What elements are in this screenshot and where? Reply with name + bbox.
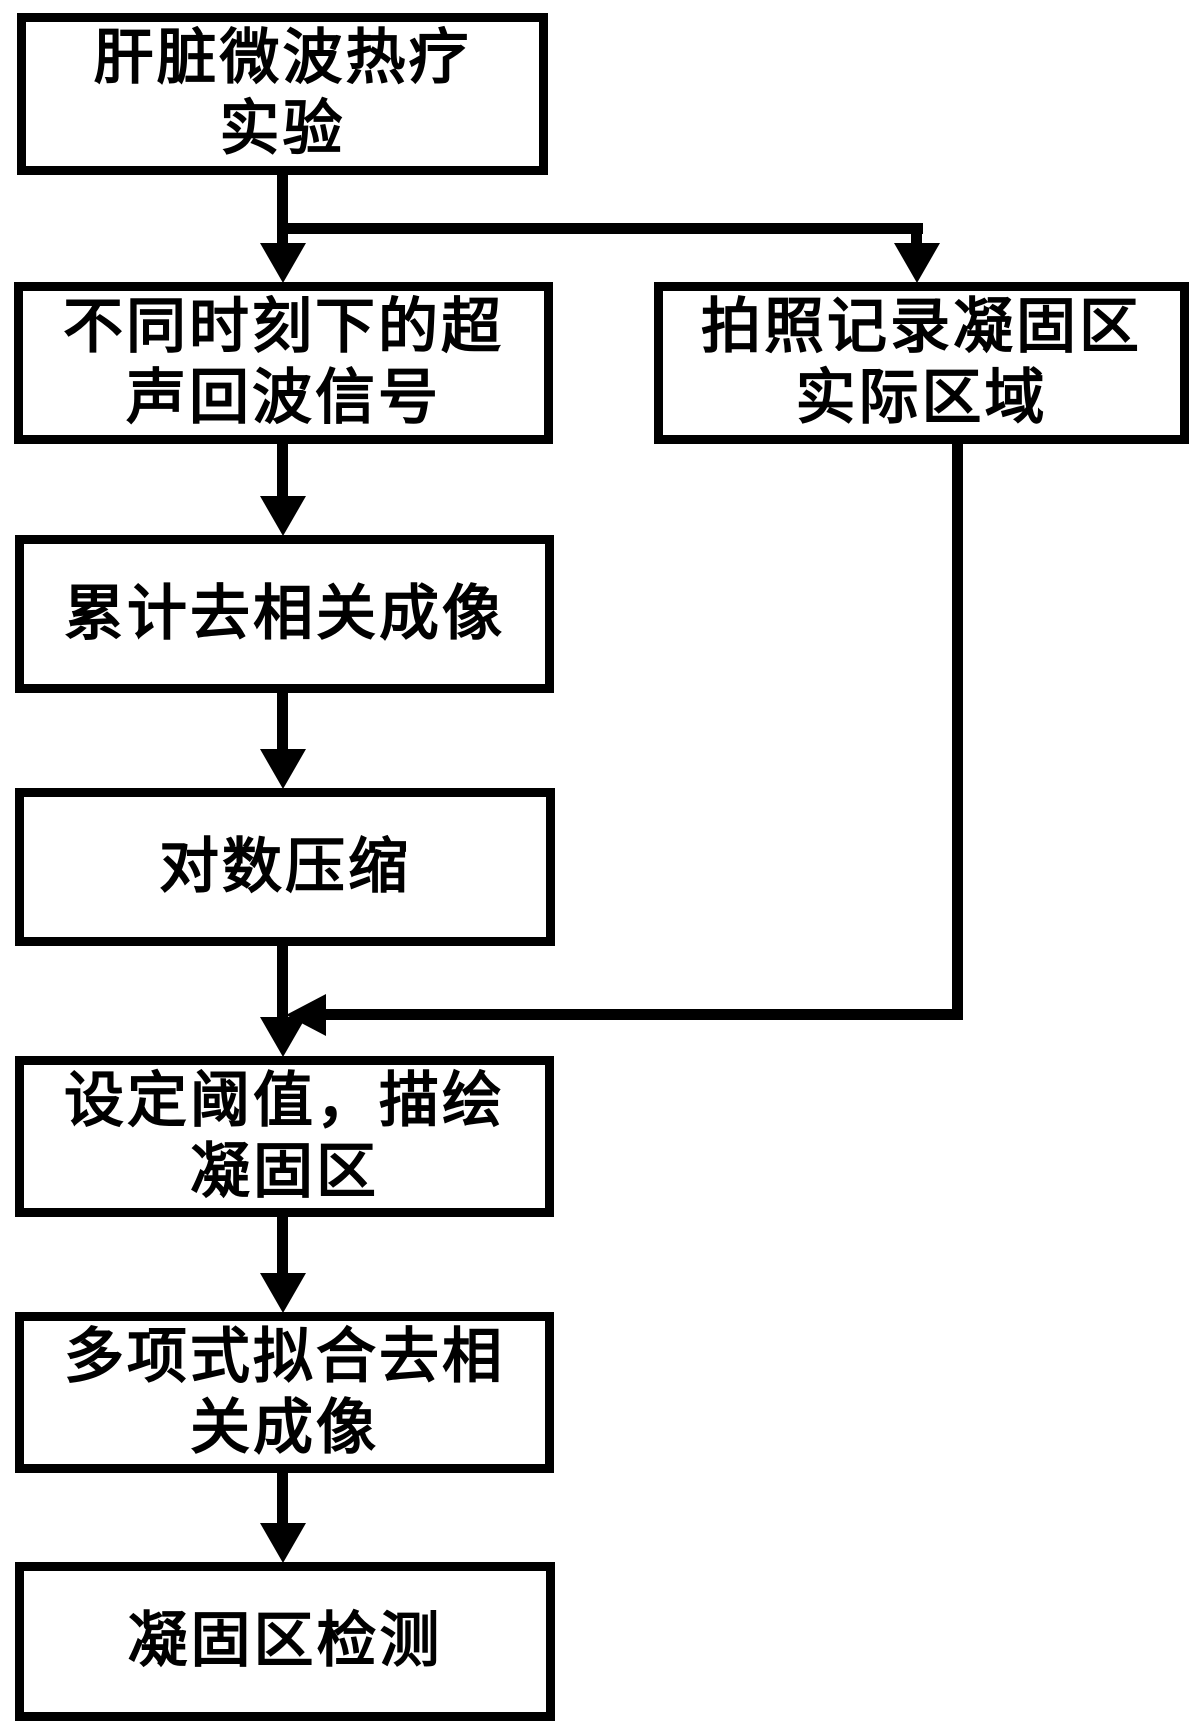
node-photo-record: 拍照记录凝固区 实际区域	[654, 282, 1189, 444]
node-echo-signals: 不同时刻下的超 声回波信号	[14, 282, 553, 444]
edge-experiment-to-photo-arrowhead-icon	[894, 243, 940, 283]
node-label-line: 累计去相关成像	[64, 579, 505, 647]
edge-experiment-to-echo-arrowhead-icon	[260, 243, 306, 283]
node-log-compression: 对数压缩	[15, 788, 555, 946]
node-label-line: 关成像	[190, 1393, 379, 1461]
edge-cumulative-to-log-line	[277, 692, 288, 753]
edge-threshold-to-polyfit-arrowhead-icon	[260, 1273, 306, 1313]
node-label-line: 不同时刻下的超	[63, 293, 504, 361]
node-label-line: 声回波信号	[126, 364, 441, 431]
edge-threshold-to-polyfit-line	[277, 1216, 288, 1277]
edge-log-to-threshold-arrowhead-icon	[260, 1017, 306, 1057]
edge-experiment-to-echo-line	[277, 174, 288, 250]
edge-cumulative-to-log-arrowhead-icon	[260, 749, 306, 789]
node-experiment: 肝脏微波热疗 实验	[17, 13, 548, 175]
node-label-line: 凝固区检测	[127, 1607, 443, 1675]
edge-photo-to-threshold-hline	[324, 1009, 963, 1020]
node-label-line: 实验	[219, 95, 346, 162]
node-label-line: 凝固区	[190, 1137, 379, 1205]
edge-polyfit-to-detection-arrowhead-icon	[260, 1523, 306, 1563]
node-label-line: 对数压缩	[159, 832, 411, 900]
node-label-line: 设定阈值，描绘	[64, 1066, 505, 1134]
node-threshold-delineation: 设定阈值，描绘 凝固区	[15, 1056, 554, 1217]
node-label-line: 肝脏微波热疗	[93, 24, 472, 92]
node-label-line: 实际区域	[795, 364, 1048, 431]
node-label-line: 多项式拟合去相	[64, 1322, 505, 1390]
node-label-line: 拍照记录凝固区	[701, 293, 1142, 361]
edge-log-to-threshold-line	[277, 945, 288, 1020]
edge-experiment-to-photo-vline	[911, 223, 922, 253]
edge-experiment-to-photo-hline	[277, 223, 923, 234]
edge-echo-to-cumulative-line	[277, 443, 288, 503]
edge-photo-to-threshold-vline	[952, 443, 963, 1020]
node-coagulation-detection: 凝固区检测	[15, 1562, 555, 1721]
node-polynomial-fit-decorrelation: 多项式拟合去相 关成像	[15, 1312, 554, 1473]
edge-polyfit-to-detection-line	[277, 1472, 288, 1527]
edge-echo-to-cumulative-arrowhead-icon	[260, 496, 306, 536]
node-cumulative-decorrelation: 累计去相关成像	[15, 535, 554, 693]
